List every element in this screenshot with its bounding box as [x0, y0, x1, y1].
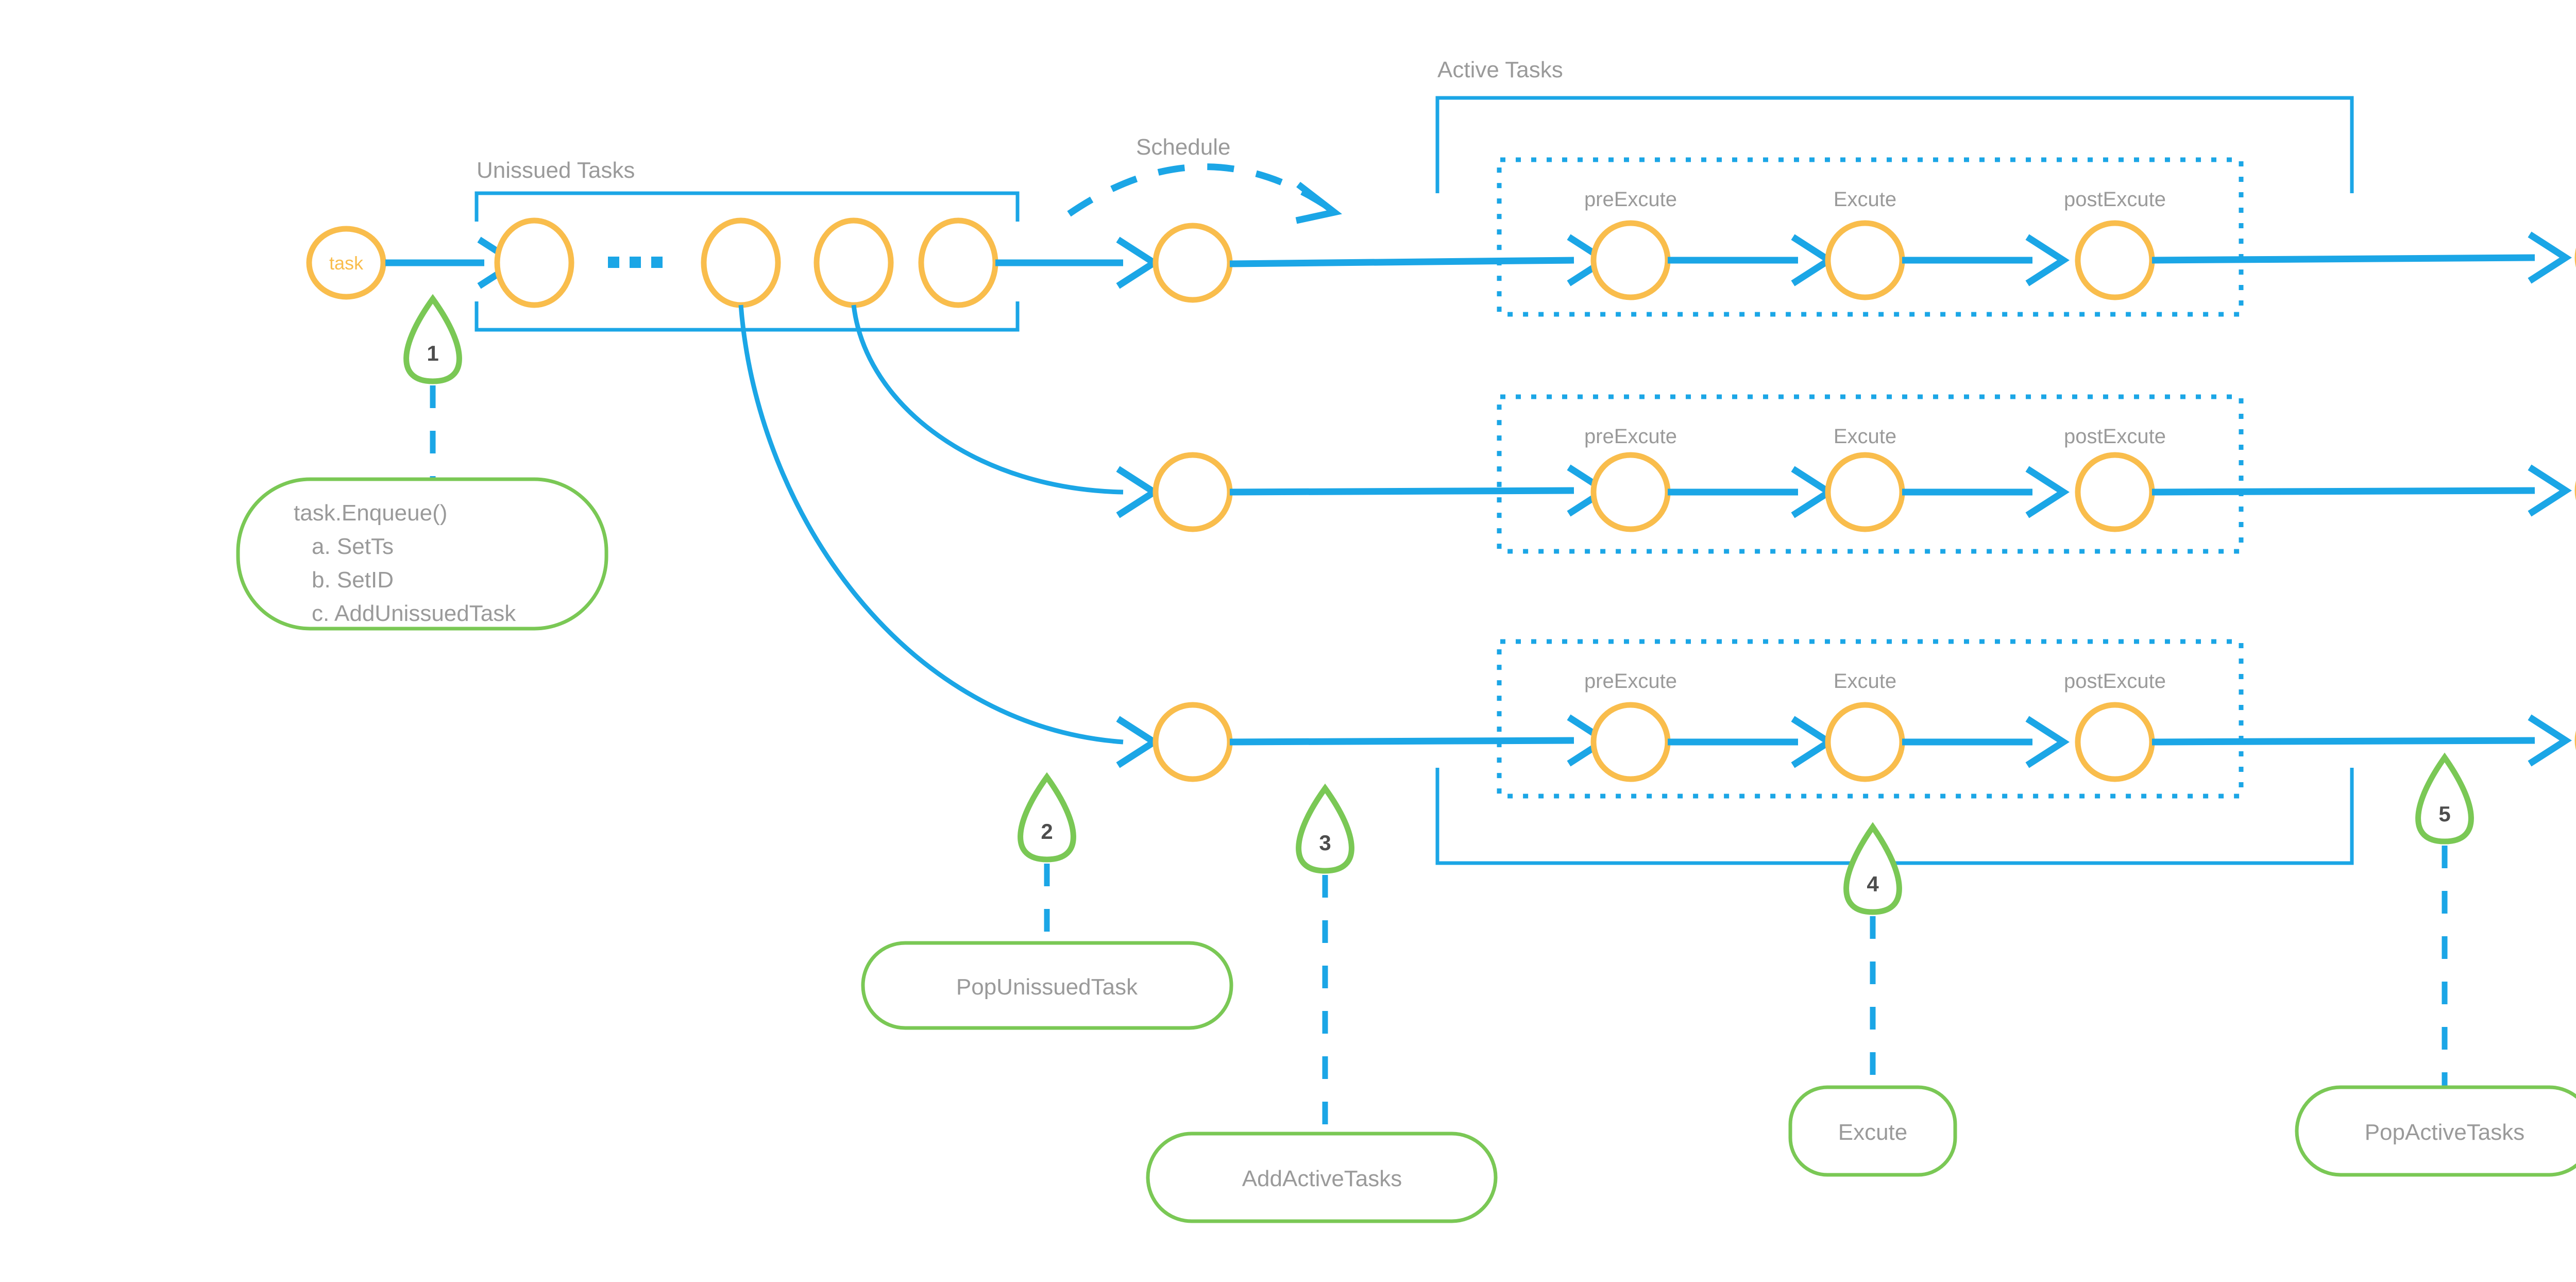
- svg-text:preExcute: preExcute: [1584, 670, 1677, 693]
- schedule-node-row2: [1153, 452, 1233, 532]
- svg-text:PopActiveTasks: PopActiveTasks: [2365, 1120, 2525, 1145]
- callout-2[interactable]: PopUnissuedTask: [861, 941, 1233, 1030]
- flow-schedule-to-pipeline-row3: [1229, 714, 1612, 767]
- callout-5[interactable]: PopActiveTasks: [2295, 1085, 2576, 1177]
- svg-text:Excute: Excute: [1838, 1120, 1908, 1145]
- flow-curve-to-row2: [851, 305, 1161, 518]
- svg-text:a. SetTs: a. SetTs: [312, 534, 394, 559]
- flow-exit-row1: [2151, 231, 2576, 284]
- pipeline-row-2: preExcute Excute postExcute: [1584, 425, 2166, 532]
- svg-text:b. SetID: b. SetID: [312, 567, 394, 593]
- stage-node-pre-row1: [1590, 220, 1671, 300]
- svg-text:postExcute: postExcute: [2064, 670, 2166, 693]
- svg-text:5: 5: [2438, 802, 2450, 826]
- unissued-tasks-label: Unissued Tasks: [477, 158, 635, 183]
- stage-node-exec-row1: [1825, 220, 1905, 300]
- callout-3[interactable]: AddActiveTasks: [1146, 1132, 1498, 1223]
- flow-curve-to-row3: [738, 305, 1161, 768]
- queue-ellipsis-icon: [608, 257, 663, 268]
- active-tasks-label: Active Tasks: [1437, 57, 1563, 82]
- unissued-node-2: [701, 217, 781, 308]
- marker-1[interactable]: 1: [403, 294, 462, 479]
- svg-text:3: 3: [1319, 831, 1331, 855]
- svg-text:preExcute: preExcute: [1584, 188, 1677, 211]
- svg-text:2: 2: [1041, 819, 1053, 844]
- stage-node-pre-row3: [1590, 702, 1671, 782]
- schedule-node-row1: [1153, 223, 1233, 303]
- pipeline-row-3: preExcute Excute postExcute: [1584, 670, 2166, 782]
- source-task-node: task: [306, 226, 386, 300]
- svg-text:Excute: Excute: [1834, 188, 1896, 211]
- unissued-queue: [494, 217, 998, 308]
- schedule-label: Schedule: [1136, 134, 1230, 160]
- stage-node-pre-row2: [1590, 452, 1671, 532]
- flow-exit-row2: [2151, 464, 2576, 517]
- svg-text:postExcute: postExcute: [2064, 425, 2166, 448]
- marker-5[interactable]: 5: [2415, 752, 2474, 1087]
- flow-queue-to-schedule: [995, 237, 1161, 289]
- flow-schedule-to-pipeline-row1: [1229, 234, 1612, 286]
- svg-text:task.Enqueue(): task.Enqueue(): [294, 500, 447, 526]
- svg-text:AddActiveTasks: AddActiveTasks: [1242, 1166, 1402, 1191]
- svg-text:preExcute: preExcute: [1584, 425, 1677, 448]
- marker-2[interactable]: 2: [1018, 772, 1076, 943]
- marker-4[interactable]: 4: [1843, 822, 1902, 1087]
- unissued-node-4: [918, 217, 998, 308]
- svg-text:Excute: Excute: [1834, 425, 1896, 448]
- stage-node-post-row3: [2075, 702, 2155, 782]
- schedule-arc: [1067, 163, 1343, 224]
- unissued-node-3: [814, 217, 894, 308]
- callout-4[interactable]: Excute: [1788, 1085, 1957, 1177]
- stage-node-exec-row2: [1825, 452, 1905, 532]
- schedule-node-row3: [1153, 702, 1233, 782]
- unissued-node-1: [494, 217, 574, 308]
- marker-3[interactable]: 3: [1296, 783, 1354, 1134]
- svg-text:task: task: [329, 252, 364, 274]
- pipeline-row-1: preExcute Excute postExcute: [1584, 188, 2166, 300]
- svg-text:Excute: Excute: [1834, 670, 1896, 693]
- callout-1[interactable]: task.Enqueue() a. SetTs b. SetID c. AddU…: [236, 477, 608, 631]
- unissued-tasks-bracket: [474, 191, 1020, 332]
- flow-exit-row3: [2151, 714, 2576, 767]
- stage-node-post-row2: [2075, 452, 2155, 532]
- svg-text:1: 1: [427, 341, 438, 365]
- flow-schedule-to-pipeline-row2: [1229, 464, 1612, 517]
- svg-text:PopUnissuedTask: PopUnissuedTask: [956, 974, 1138, 1000]
- svg-text:4: 4: [1867, 872, 1879, 896]
- svg-text:c. AddUnissuedTask: c. AddUnissuedTask: [312, 601, 516, 626]
- stage-node-post-row1: [2075, 220, 2155, 300]
- svg-text:postExcute: postExcute: [2064, 188, 2166, 211]
- stage-node-exec-row3: [1825, 702, 1905, 782]
